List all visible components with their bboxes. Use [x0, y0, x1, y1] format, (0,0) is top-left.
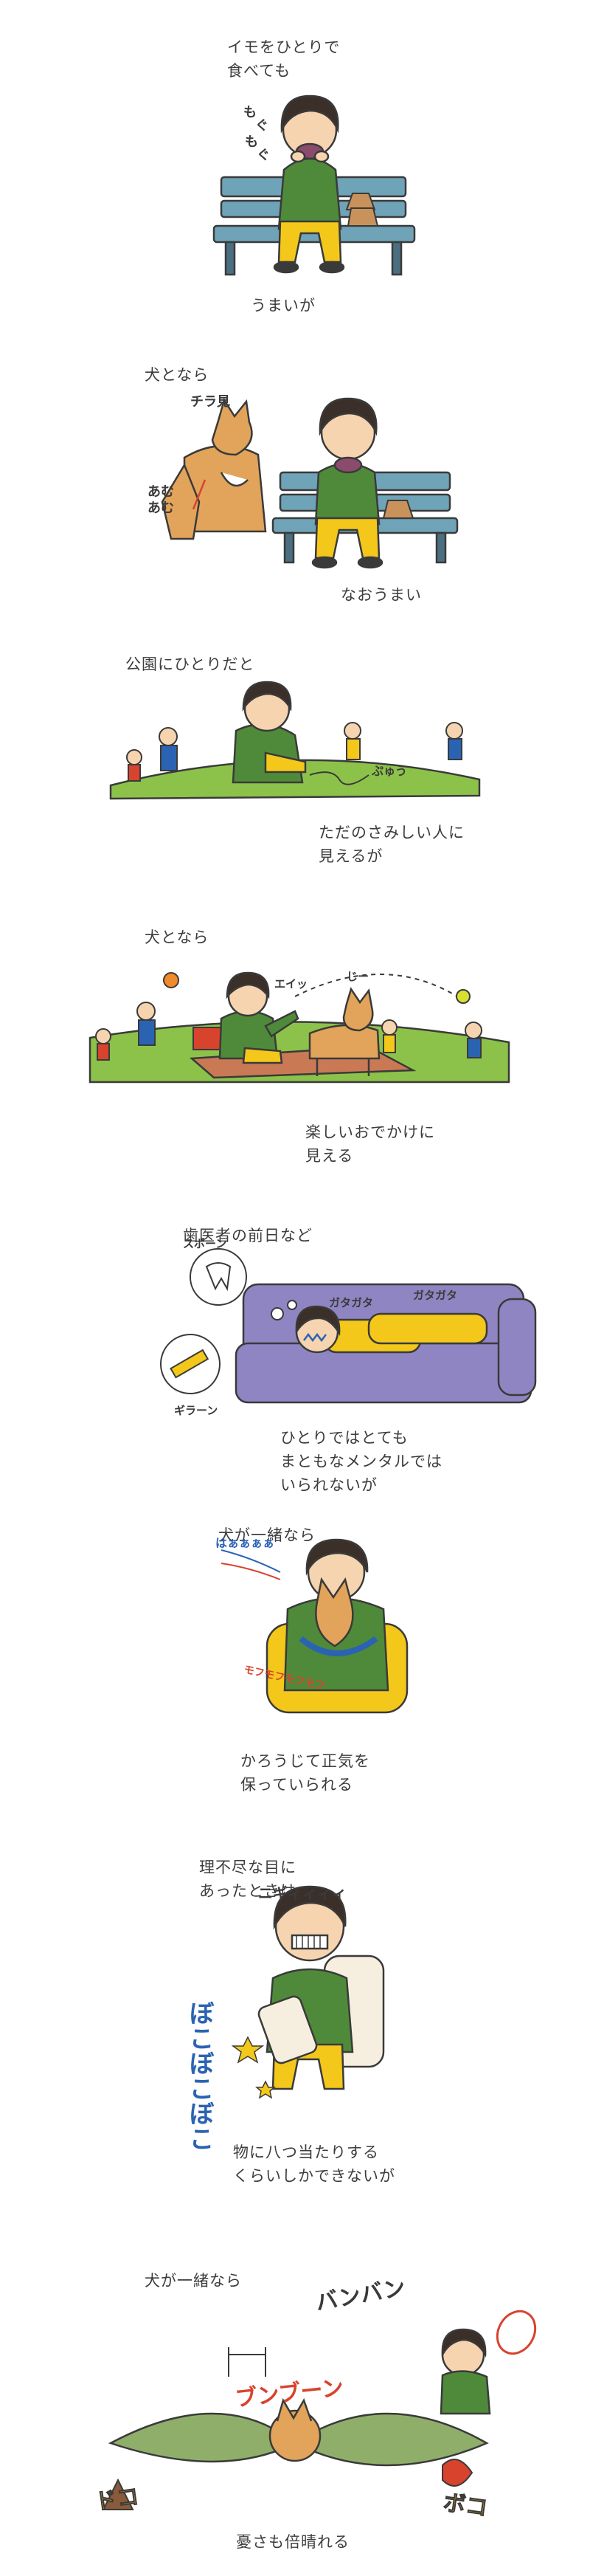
ball-icon [456, 989, 471, 1004]
panel-2-bottom-text: なおうまい [341, 586, 422, 604]
woman-with-potato [311, 397, 384, 569]
sfx-bunbuun: ブンブーン [234, 2375, 344, 2412]
background-people [126, 722, 463, 782]
sfx-jii: じー [347, 970, 369, 983]
sfx-chirami: チラ見 [190, 394, 230, 410]
sigh-line [221, 1563, 281, 1580]
sfx-pyuu: ぷゅう [371, 764, 407, 778]
sfx-supoon: スポーン [183, 1237, 226, 1250]
panel-6-bottom-text: かろうじて正気を 保っていられる [240, 1752, 370, 1794]
panel-8-top-text: 犬が一緒なら [145, 2272, 242, 2290]
sfx-gatagata-1: ガタガタ [329, 1296, 373, 1309]
panel-1: イモをひとりで 食べても も ぐ [0, 0, 590, 325]
panel-7-bottom-text: 物に八つ当たりする くらいしかできないが [233, 2143, 395, 2185]
background-people [95, 1002, 482, 1061]
sun-icon [163, 972, 179, 988]
panel-5: 歯医者の前日など スポーン ガタガタ ガタガタ ギラー [0, 1196, 590, 1506]
sfx-nigii: ニギィィィィ [258, 1884, 347, 1902]
panel-8-bottom-text: 憂さも倍晴れる [236, 2533, 350, 2551]
sfx-banban: バンバン [313, 2275, 407, 2316]
sfx-doko: ドコ [93, 2484, 140, 2515]
paper-bag [345, 193, 379, 227]
panel-6: 犬が一緒なら はぁぁぁぁ モフモフモフモフ かろうじて正気を 保っていられる [0, 1506, 590, 1816]
sfx-gatagata-2: ガタガタ [413, 1289, 457, 1302]
panel-6-top-text: 犬が一緒なら [218, 1526, 316, 1544]
sfx-amu-1: あむ [148, 484, 174, 500]
debris-icon [442, 2459, 473, 2487]
woman-with-dog [440, 2328, 491, 2415]
tooth-icon [205, 1262, 232, 1292]
woman-lying-anxious [295, 1305, 488, 1354]
woman-sitting-alone [232, 681, 307, 784]
sfx-mogu-4: ぐ [257, 148, 270, 163]
sfx-amu-2: あむ [148, 500, 174, 516]
panel-4-top-text: 犬となら [145, 929, 209, 946]
panel-1-illustration: も ぐ も ぐ [212, 94, 416, 276]
scaffold [228, 2347, 266, 2377]
panel-2-illustration: チラ見 あむ あむ [148, 394, 459, 569]
panel-7: 理不尽な目に あったときは ニギィィィィ ぼこぼこぼこ 物に八つ当たりする くら… [0, 1816, 590, 2200]
panel-3-bottom-text: ただのさみしい人に 見えるが [319, 824, 465, 865]
panel-2-top-text: 犬となら [145, 366, 209, 384]
woman-punching-pillow [257, 1885, 354, 2090]
sfx-ei: エイッ [274, 977, 308, 991]
panel-1-bottom-text: うまいが [251, 297, 316, 314]
dog-shiba [161, 397, 267, 540]
dog-spinning [108, 2397, 489, 2467]
sfx-mogu-2: ぐ [255, 118, 268, 134]
panel-3-top-text: 公園にひとりだと [125, 655, 255, 673]
panel-7-top-text: 理不尽な目に あったときは [199, 1859, 296, 1900]
panel-1-top-text: イモをひとりで 食べても [227, 38, 341, 80]
paper-bag [382, 500, 414, 519]
panel-6-illustration: はぁぁぁぁ モフモフモフモフ [215, 1536, 409, 1714]
panel-2: 犬となら チラ見 あむ [0, 325, 590, 627]
debris-icon [102, 2478, 134, 2510]
impact-stars [231, 2036, 277, 2099]
racket-icon [496, 2310, 537, 2355]
sigh-line [221, 1549, 281, 1573]
sfx-mogu-3: も [245, 134, 258, 150]
picnic-basket [192, 1027, 223, 1050]
panel-8: 犬が一緒なら バンバン ブンブーン ドコ ボコ 憂さも倍晴れる [0, 2200, 590, 2576]
panel-8-illustration: バンバン ブンブーン ドコ ボコ [93, 2275, 537, 2522]
panel-5-bottom-text: ひとりではとても まともなメンタルでは いられないが [280, 1429, 442, 1494]
sfx-mogu-1: も [243, 105, 257, 120]
panel-3: 公園にひとりだと ぷゅう ただのさみしい人に 見えるが [0, 627, 590, 900]
panel-4: 犬となら エイッ じー 楽しいおでかけに 見える [0, 900, 590, 1196]
panel-5-illustration: スポーン ガタガタ ガタガタ ギラーン [160, 1237, 537, 1417]
panel-5-top-text: 歯医者の前日など [183, 1227, 313, 1244]
syringe-icon [170, 1349, 209, 1379]
sfx-bokoboko: ぼこぼこぼこ [184, 2000, 214, 2151]
sfx-haaa: はぁぁぁぁ [215, 1536, 274, 1550]
sfx-boko: ボコ [442, 2490, 489, 2521]
woman-eating [273, 94, 345, 274]
woman-pointing [218, 971, 299, 1064]
panel-3-illustration: ぷゅう [109, 681, 481, 800]
panel-4-illustration: エイッ じー [88, 970, 510, 1084]
sfx-giraan: ギラーン [174, 1404, 218, 1417]
wind-line [309, 771, 369, 785]
panel-7-illustration: ニギィィィィ ぼこぼこぼこ [184, 1884, 385, 2151]
panel-4-bottom-text: 楽しいおでかけに 見える [305, 1123, 435, 1165]
woman-hugging-dog [283, 1538, 389, 1692]
dog-shiba [308, 987, 381, 1076]
throw-arc [294, 974, 458, 997]
